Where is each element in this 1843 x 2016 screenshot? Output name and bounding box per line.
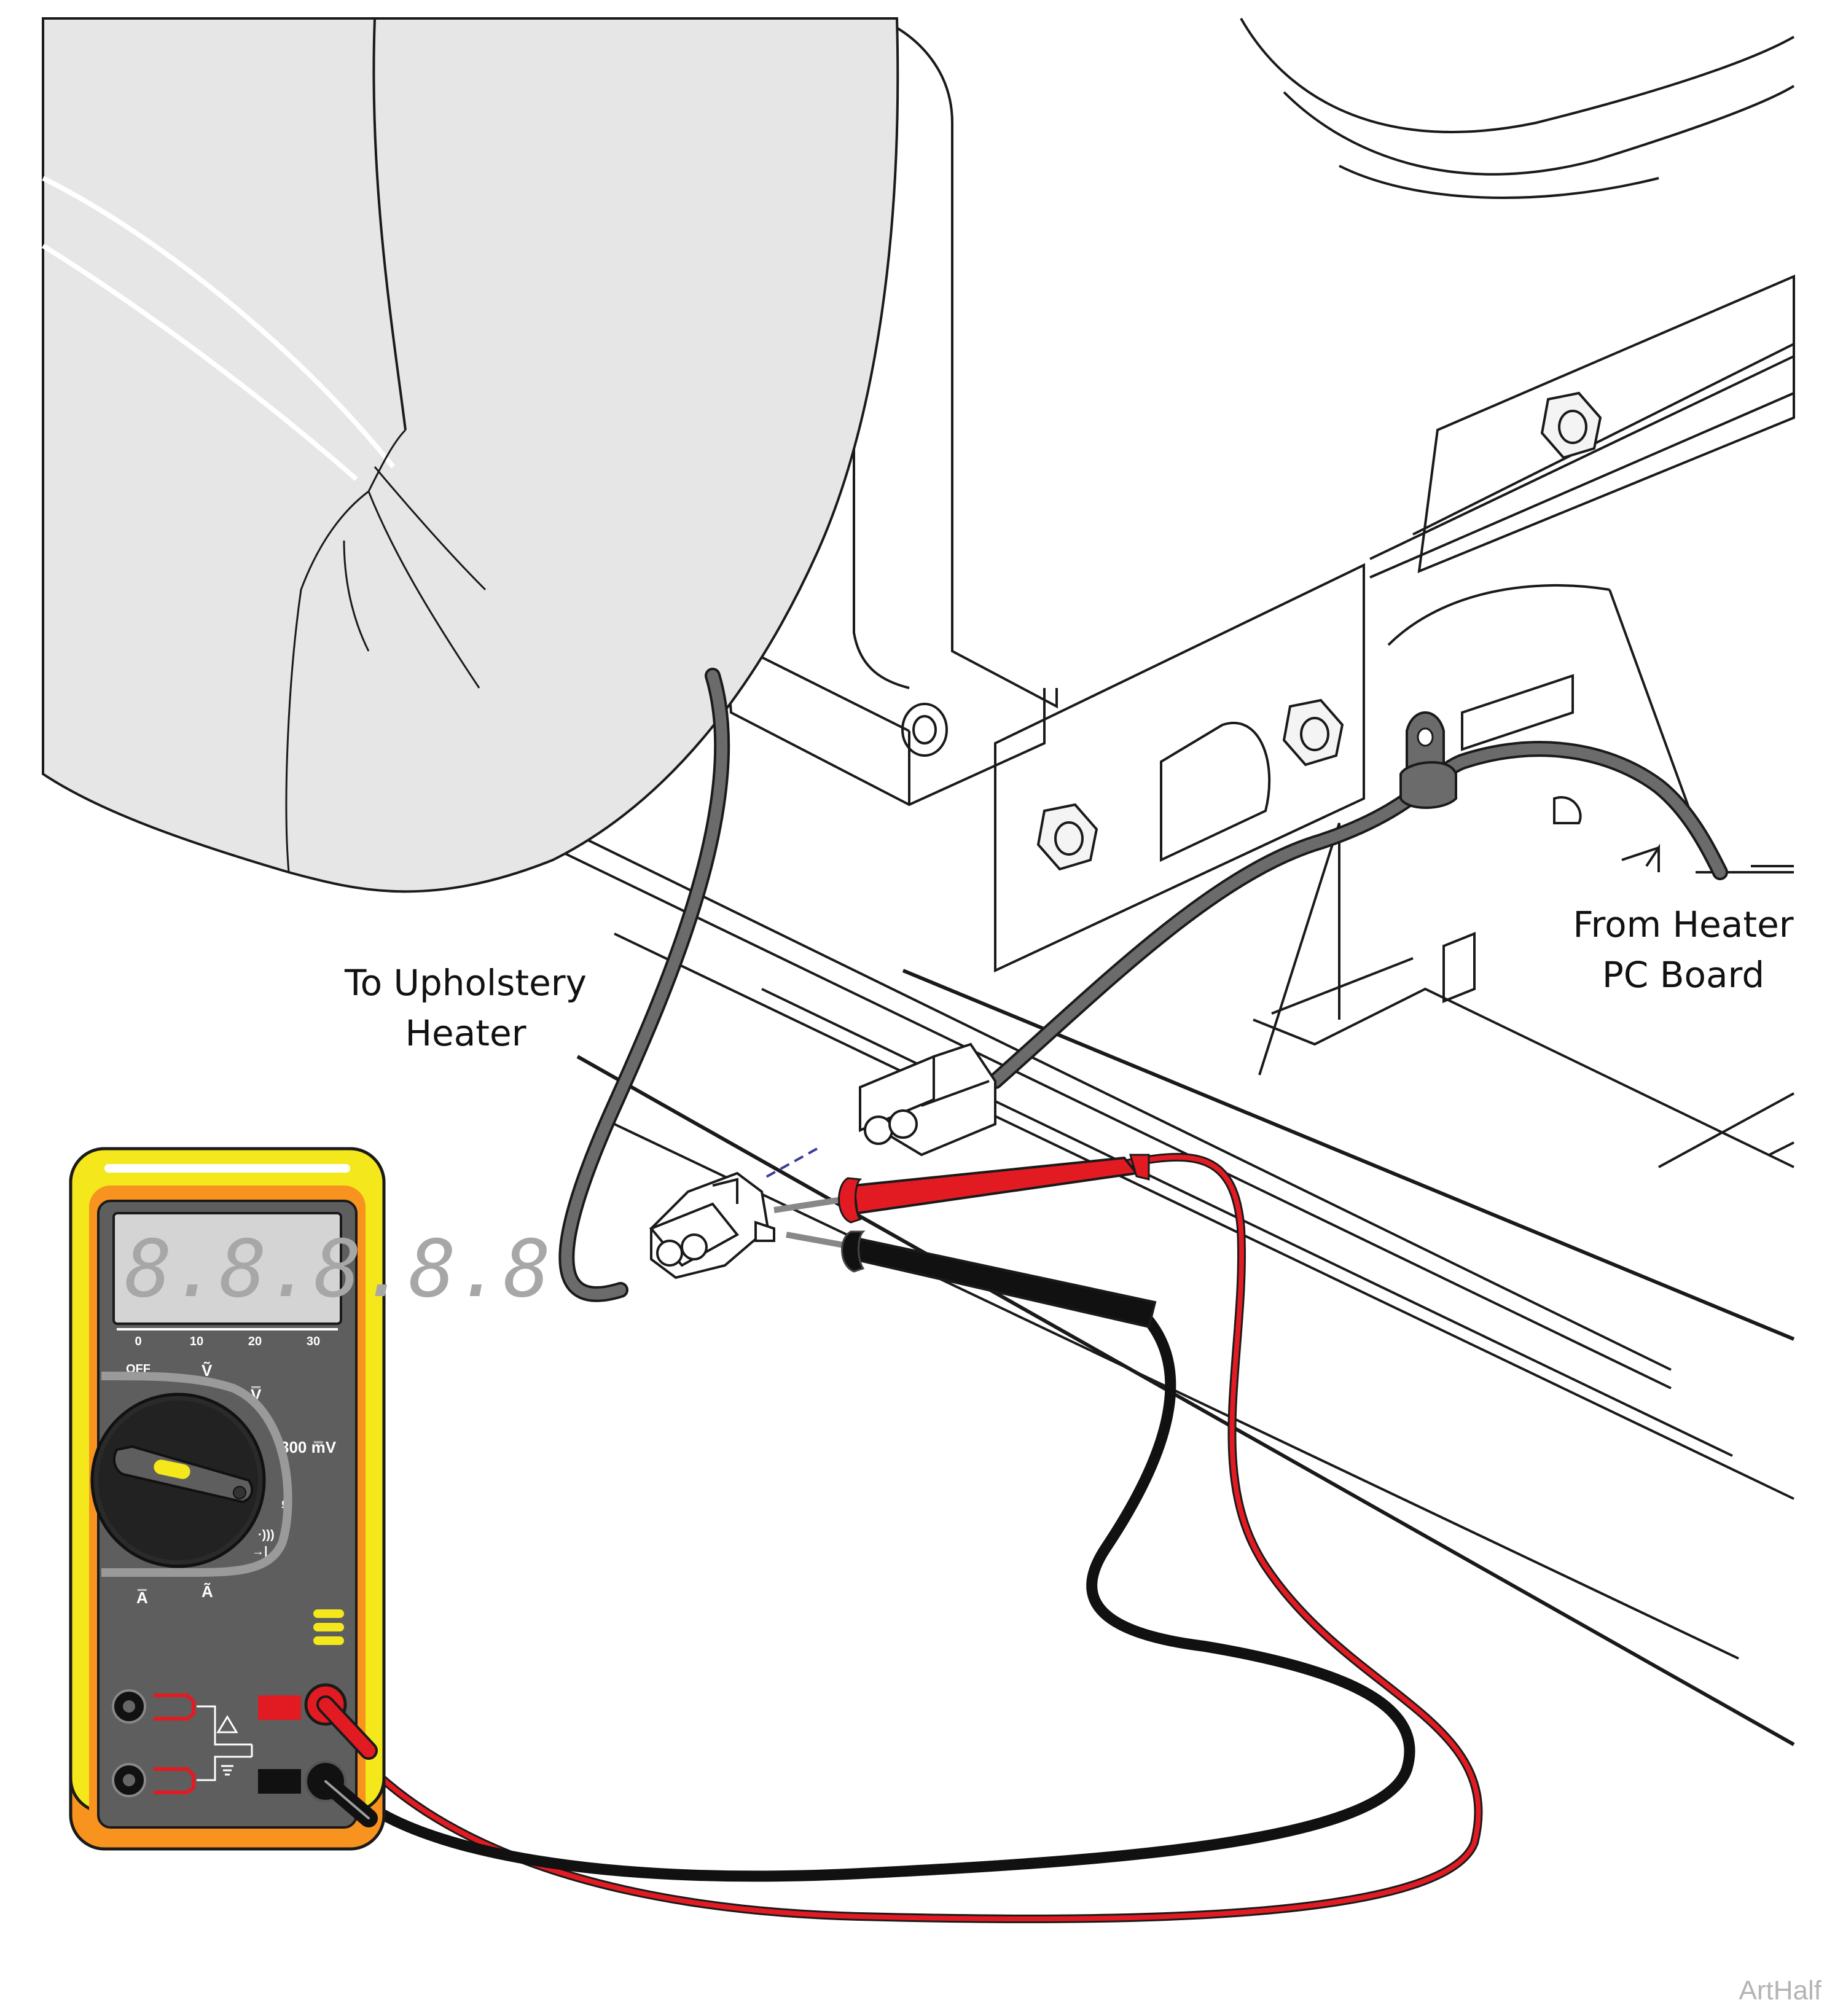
art-credit: ArtHalf (1739, 1975, 1822, 2006)
label-upholstery-heater-2: Heater (405, 1012, 526, 1054)
lcd-display (112, 1212, 342, 1325)
jack-ma-input[interactable] (112, 1763, 195, 1797)
dial-label-vac: Ṽ (202, 1361, 213, 1380)
upholstery-cushion (41, 17, 899, 893)
dial-label-aac: Ã (202, 1582, 213, 1601)
red-plug (304, 1683, 378, 1760)
svg-text:0: 0 (135, 1335, 141, 1348)
rotary-dial[interactable] (90, 1393, 266, 1568)
label-pc-board-2: PC Board (1602, 954, 1764, 996)
label-upholstery-heater-1: To Upholstery (344, 962, 587, 1004)
svg-text:10: 10 (190, 1335, 203, 1348)
cable-clamp (1399, 711, 1457, 809)
svg-text:20: 20 (248, 1335, 262, 1348)
dial-label-mv: 300 m̿V (280, 1438, 337, 1456)
black-plug (305, 1760, 378, 1827)
svg-text:30: 30 (307, 1335, 320, 1348)
red-probe[interactable] (773, 1154, 1150, 1224)
black-probe[interactable] (786, 1230, 1157, 1329)
black-lead-wire (363, 1315, 1415, 1882)
dial-label-diode: →| (252, 1545, 268, 1558)
lcd-readout: 8.8.8.8.8 (125, 1224, 551, 1315)
hex-nut-top (1540, 391, 1602, 459)
dial-label-continuity: ·))) (258, 1528, 275, 1542)
hex-nut-left (1036, 803, 1098, 871)
multimeter: 8.8.8.8.8 0 10 20 30 OFF Ṽ V̿ 300 m̿V Ω … (69, 1147, 551, 1851)
hex-nut-mid (1282, 698, 1344, 767)
chair-frame (540, 17, 1795, 1746)
dial-label-adc: A̿ (136, 1588, 148, 1607)
alignment-dash (761, 1147, 818, 1181)
heater-connector (649, 1171, 775, 1280)
input-marking (197, 1705, 253, 1781)
pcboard-connector (859, 1042, 996, 1157)
bar-graph-scale: 0 10 20 30 (117, 1328, 338, 1348)
label-pc-board-1: From Heater (1573, 904, 1793, 945)
jack-a-input[interactable] (112, 1689, 195, 1724)
indicator-stripes (313, 1609, 344, 1645)
